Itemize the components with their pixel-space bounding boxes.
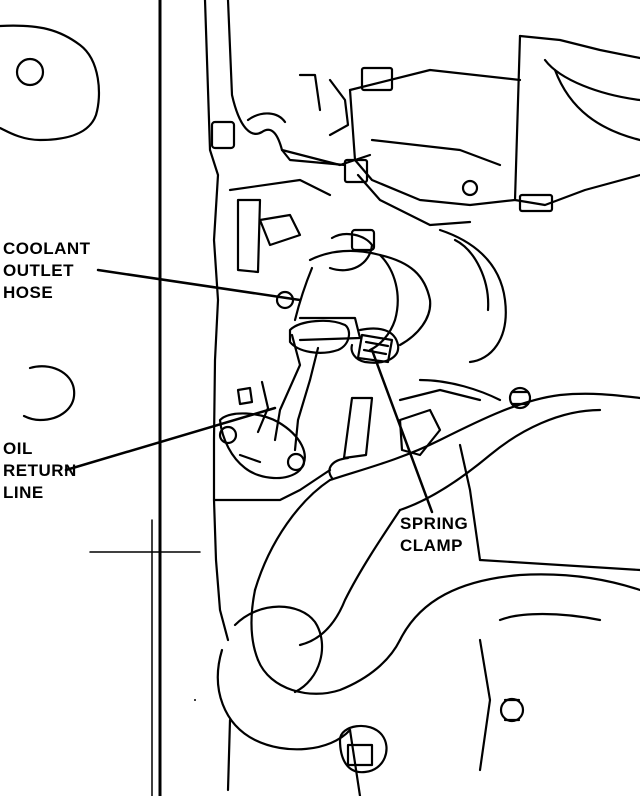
right-bolt-lower <box>499 697 525 723</box>
left-engine-block <box>0 24 101 422</box>
hose-clamp-bolt <box>275 290 295 310</box>
label-line: CLAMP <box>400 536 463 555</box>
label-line: HOSE <box>3 283 54 302</box>
label-line: LINE <box>3 483 44 502</box>
label-line: OIL <box>3 439 33 458</box>
oil-return-line-drawing <box>212 380 374 502</box>
right-bolt-upper <box>508 386 532 410</box>
bracket-nut <box>343 158 369 184</box>
leader-coolant-outlet-hose <box>96 268 302 302</box>
leader-spring-clamp <box>370 348 434 514</box>
speck <box>194 699 196 701</box>
oil-line-bolt-left <box>218 425 238 445</box>
pump-nut-right <box>518 193 554 213</box>
pump-nut-top <box>360 66 394 92</box>
intake-elbow-pipe <box>216 392 640 796</box>
bottom-flange <box>338 724 388 774</box>
label-spring-clamp: SPRING CLAMP <box>400 513 468 557</box>
leader-oil-return-line <box>64 406 277 472</box>
injection-pump-assembly <box>280 34 640 227</box>
coolant-outlet-hose-drawing <box>273 228 432 452</box>
label-line: SPRING <box>400 514 469 533</box>
spring-clamp-drawing <box>356 333 394 364</box>
housing-outline <box>203 0 372 642</box>
label-line: RETURN <box>3 461 77 480</box>
bolt-hole-top <box>15 57 45 87</box>
housing-tab <box>210 120 236 150</box>
hose-nut <box>350 228 376 252</box>
label-line: COOLANT <box>3 239 91 258</box>
oil-line-bolt-right <box>286 452 306 472</box>
label-oil-return-line: OIL RETURN LINE <box>3 438 77 504</box>
right-side-components <box>398 228 532 772</box>
label-line: OUTLET <box>3 261 74 280</box>
pump-fitting <box>461 179 479 197</box>
label-coolant-outlet-hose: COOLANT OUTLET HOSE <box>3 238 91 304</box>
